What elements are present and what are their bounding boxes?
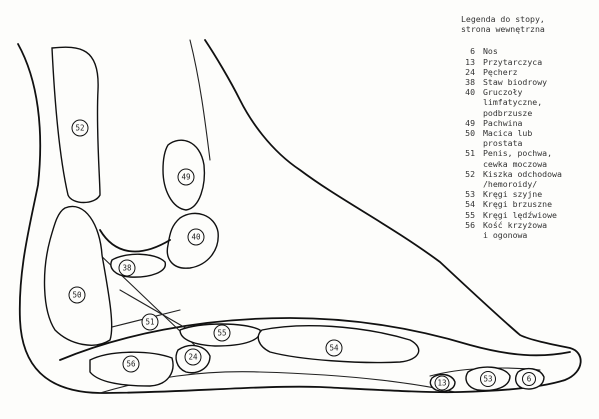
badge-54 — [325, 339, 343, 357]
legend-entry-text: Nos — [483, 46, 498, 57]
legend-entry-number: 54 — [465, 199, 475, 210]
legend-entry: 49 Pachwina — [455, 118, 595, 128]
legend-entry-text: Staw biodrowy — [483, 77, 548, 88]
label-13: 13 — [437, 379, 446, 388]
diagonal-line-3 — [99, 309, 181, 331]
label-6: 6 — [527, 375, 532, 384]
label-54: 54 — [329, 344, 339, 353]
label-49: 49 — [181, 173, 190, 182]
legend-entry-text: Kręgi szyjne — [483, 189, 543, 200]
badge-49 — [177, 168, 195, 186]
legend-entry-number: 53 — [465, 189, 475, 200]
label-55: 55 — [217, 329, 226, 338]
badge-56 — [122, 355, 140, 373]
legend-entry-text: Kręgi brzuszne — [483, 199, 553, 210]
legend-entry: 38 Staw biodrowy — [455, 77, 595, 87]
legend-entry: 53 Kręgi szyjne — [455, 189, 595, 199]
legend-entry-text: Kość krzyżowa i ogonowa — [483, 219, 548, 241]
legend-entry-number: 6 — [470, 46, 475, 57]
legend: Legenda do stopy, strona wewnętrzna 6 Nos… — [455, 14, 595, 240]
legend-entry-number: 38 — [465, 77, 475, 88]
label-50: 50 — [72, 291, 82, 300]
badge-52 — [71, 119, 89, 137]
legend-entry-text: Gruczoły limfatyczne, podbrzusze — [483, 87, 543, 118]
label-40: 40 — [191, 233, 201, 242]
legend-entry-number: 40 — [465, 87, 475, 98]
legend-entry: 6 Nos — [455, 46, 595, 56]
legend-entry-number: 51 — [465, 148, 475, 159]
legend-entry: 24 Pęcherz — [455, 67, 595, 77]
legend-entry: 13 Przytarczyca — [455, 57, 595, 67]
legend-entry: 50 Macica lub prostata — [455, 128, 595, 148]
legend-entry-number: 49 — [465, 117, 475, 128]
legend-entry: 52 Kiszka odchodowa /hemoroidy/ — [455, 169, 595, 189]
legend-title: Legenda do stopy, strona wewnętrzna — [461, 14, 545, 35]
legend-entry-text: Przytarczyca — [483, 56, 543, 67]
legend-entry: 51 Penis, pochwa, cewka moczowa — [455, 148, 595, 168]
badge-6 — [522, 372, 536, 386]
label-38: 38 — [122, 264, 132, 273]
badge-24 — [184, 348, 202, 366]
leg-inner-contour — [189, 39, 211, 161]
badge-55 — [213, 324, 231, 342]
badge-53 — [480, 371, 496, 387]
legend-entry-text: Macica lub prostata — [483, 128, 533, 149]
label-24: 24 — [188, 353, 198, 362]
legend-entry: 54 Kręgi brzuszne — [455, 199, 595, 209]
label-56: 56 — [126, 360, 136, 369]
arch-line — [59, 317, 571, 361]
badge-38 — [118, 259, 136, 277]
badge-50 — [68, 286, 86, 304]
zone-badges: 52 49 40 38 50 51 55 54 24 56 13 53 — [68, 119, 536, 391]
label-51: 51 — [145, 318, 154, 327]
legend-entry: 40 Gruczoły limfatyczne, podbrzusze — [455, 87, 595, 118]
foot-contour — [17, 39, 582, 394]
badge-40 — [187, 228, 205, 246]
legend-entry: 56 Kość krzyżowa i ogonowa — [455, 220, 595, 240]
label-53: 53 — [483, 375, 492, 384]
legend-entry-number: 24 — [465, 66, 475, 77]
badge-13 — [434, 375, 450, 391]
legend-entry-text: Penis, pochwa, cewka moczowa — [483, 148, 553, 169]
legend-entry-number: 13 — [465, 56, 475, 67]
legend-entry-number: 56 — [465, 219, 475, 230]
zone-50-shape — [43, 205, 113, 346]
legend-entry-number: 50 — [465, 128, 475, 139]
legend-entry-text: Pęcherz — [483, 66, 518, 77]
badge-51 — [141, 313, 159, 331]
legend-entry-number: 52 — [465, 168, 475, 179]
legend-entry-text: Kręgi lędźwiowe — [483, 209, 557, 220]
legend-entry-text: Pachwina — [483, 117, 523, 128]
legend-list: 6 Nos 13 Przytarczyca 24 Pęcherz 38 Staw biodro… — [455, 46, 595, 240]
zone-38-arc — [99, 229, 171, 253]
legend-entry: 55 Kręgi lędźwiowe — [455, 210, 595, 220]
label-52: 52 — [75, 124, 84, 133]
legend-entry-number: 55 — [465, 209, 475, 220]
legend-entry-text: Kiszka odchodowa /hemoroidy/ — [483, 168, 562, 190]
